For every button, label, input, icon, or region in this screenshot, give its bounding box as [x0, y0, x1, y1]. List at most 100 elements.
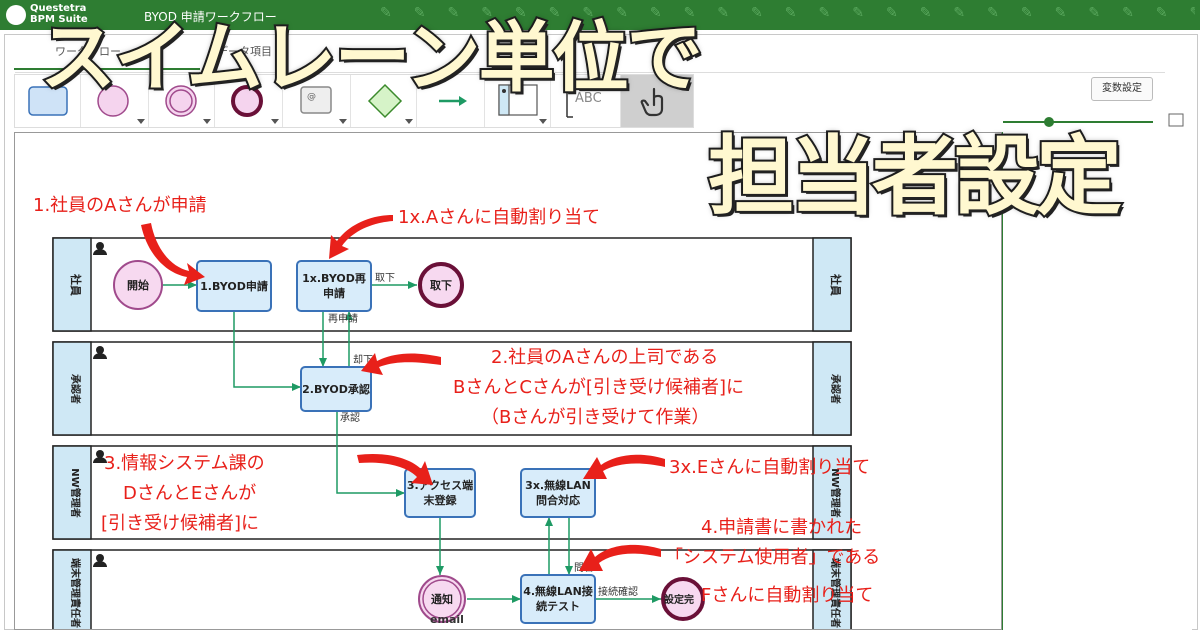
dropdown-caret-icon — [339, 119, 347, 124]
arrow-a2-icon — [361, 353, 441, 375]
logo-text: Questetra BPM Suite — [30, 3, 88, 25]
annotation-1x: 1x.Aさんに自動割り当て — [398, 207, 600, 228]
headline-line-1: スイムレーン単位で — [38, 11, 705, 104]
palette-swimlane[interactable] — [485, 75, 551, 127]
arrow-a1x-icon — [329, 215, 393, 259]
dropdown-caret-icon — [271, 119, 279, 124]
annotations: 1.社員のAさんが申請 1x.Aさんに自動割り当て 2.社員のAさんの上司である… — [33, 195, 880, 606]
task-byod-request[interactable]: 1.BYOD申請 — [196, 260, 272, 312]
tab-workflow[interactable]: ワークフロー — [55, 45, 121, 58]
shape-palette: @ ABC — [14, 74, 694, 128]
palette-end-event[interactable] — [215, 75, 283, 127]
lane-approver[interactable]: 承認者 承認者 — [52, 341, 852, 436]
task-byod-rerequest[interactable]: 1x.BYOD再 申請 — [296, 260, 372, 312]
task-wlan-inquiry-label-2: 問合対応 — [536, 493, 580, 507]
dropdown-caret-icon — [539, 119, 547, 124]
dropdown-caret-icon — [137, 119, 145, 124]
notify-email-label: email — [430, 613, 464, 626]
palette-start-event[interactable] — [81, 75, 149, 127]
palette-sequence-flow[interactable] — [417, 75, 485, 127]
end-event-withdraw[interactable]: 取下 — [418, 262, 464, 308]
flow-request-to-approve — [233, 311, 301, 391]
svg-text:@: @ — [307, 92, 316, 102]
palette-intermediate-event[interactable] — [149, 75, 215, 127]
task-shape-icon — [28, 86, 68, 116]
pencil-pattern-decoration: ✎✎✎✎✎✎✎✎✎✎✎✎✎✎✎✎✎✎✎✎✎✎✎✎✎✎ — [380, 5, 1195, 21]
intermediate-event-icon — [165, 85, 197, 117]
app-header: Questetra BPM Suite BYOD 申請ワークフロー ✎✎✎✎✎✎… — [0, 0, 1200, 30]
arrow-a3-icon — [357, 453, 433, 485]
annotation-4-line1: 4.申請書に書かれた — [701, 517, 862, 538]
lane-label-approver: 承認者 — [69, 374, 82, 404]
annotation-arrows — [141, 215, 665, 571]
arrow-a1-icon — [141, 223, 205, 285]
headline-line-2: 担当者設定 — [706, 125, 1124, 229]
start-event[interactable]: 開始 — [113, 260, 163, 310]
task-byod-rerequest-label-2: 申請 — [323, 286, 345, 300]
dropdown-caret-icon — [405, 119, 413, 124]
lane-label-device-manager: 端末管理責任者 — [69, 558, 82, 628]
lane-label-device-manager-right: 端末管理責任者 — [829, 558, 842, 628]
palette-pointer[interactable] — [621, 75, 693, 127]
annotation-2-line3: （Bさんが引き受けて作業） — [481, 407, 709, 428]
questetra-logo[interactable]: Questetra BPM Suite — [6, 3, 116, 27]
dropdown-caret-icon — [203, 119, 211, 124]
logo-mark-icon — [6, 5, 26, 25]
end-event-setup-done-label: 設定完 — [664, 593, 694, 606]
sequence-flows — [162, 281, 661, 603]
palette-gateway[interactable] — [351, 75, 417, 127]
flow-approve-to-access — [336, 411, 405, 497]
lane-label-nw-admin-right: NW管理者 — [829, 468, 842, 517]
notify-label: 通知 — [431, 592, 453, 606]
swimlane-icon — [498, 84, 538, 116]
annotation-3-line1: 3.情報システム課の — [104, 453, 265, 474]
task-wlan-test-label-1: 4.無線LAN接 — [523, 584, 593, 598]
task-byod-rerequest-label-1: 1x.BYOD再 — [302, 272, 366, 285]
end-event-icon — [231, 85, 263, 117]
arrow-a4-icon — [579, 544, 661, 571]
end-event-setup-done[interactable]: 設定完 — [661, 577, 705, 621]
arrow-right-icon — [439, 96, 467, 106]
end-event-withdraw-label: 取下 — [430, 279, 452, 292]
lane-label-employee-right: 社員 — [829, 273, 843, 296]
edge-label-confirm: 接続確認 — [598, 585, 638, 598]
data-object-icon: @ — [300, 86, 332, 114]
task-access-register[interactable]: 3.アクセス端 末登録 — [404, 468, 476, 518]
edge-label-approve: 承認 — [340, 411, 360, 424]
annotation-4-line2: 「システム使用者」である — [665, 547, 880, 568]
zoom-slider[interactable] — [1003, 112, 1193, 132]
annotation-3-line3: [引き受け候補者]に — [101, 513, 259, 534]
task-byod-approve[interactable]: 2.BYOD承認 — [300, 366, 372, 412]
task-wlan-inquiry-label-1: 3x.無線LAN — [525, 478, 591, 492]
lane-label-nw-admin: NW管理者 — [69, 468, 82, 517]
annotation-1: 1.社員のAさんが申請 — [33, 195, 207, 216]
variable-settings-button[interactable]: 変数設定 — [1091, 77, 1153, 101]
intermediate-event-notify[interactable]: 通知 email — [418, 575, 466, 626]
palette-task[interactable] — [15, 75, 81, 127]
task-wlan-inquiry[interactable]: 3x.無線LAN 問合対応 — [520, 468, 596, 518]
tab-data-items[interactable]: データ項目 — [217, 45, 272, 58]
annotation-2-line1: 2.社員のAさんの上司である — [491, 347, 718, 368]
annotation-2-line2: BさんとCさんが[引き受け候補者]に — [453, 377, 744, 398]
property-side-panel — [1002, 113, 1192, 630]
edge-label-withdraw: 取下 — [375, 272, 395, 284]
gateway-diamond-icon — [367, 83, 403, 119]
palette-data-object[interactable]: @ — [283, 75, 351, 127]
active-tab-indicator — [14, 68, 200, 70]
task-wlan-test-label-2: 続テスト — [536, 599, 580, 613]
text-tool-icon — [566, 85, 573, 118]
task-wlan-test[interactable]: 4.無線LAN接 続テスト — [520, 574, 596, 624]
workflow-breadcrumb[interactable]: BYOD 申請ワークフロー — [144, 10, 277, 24]
edge-label-rerequest: 再申請 — [328, 312, 358, 325]
lane-label-employee: 社員 — [69, 273, 83, 296]
tabs-divider — [15, 72, 1165, 73]
task-byod-approve-label: 2.BYOD承認 — [302, 382, 370, 396]
start-event-label: 開始 — [127, 278, 149, 292]
diagram-canvas[interactable]: 社員 社員 承認者 承認者 NW管理者 NW管理者 端末管理責任者 端末管理責任… — [14, 132, 1002, 630]
palette-text[interactable]: ABC — [551, 75, 621, 127]
hand-pointer-icon — [640, 87, 664, 117]
annotation-3x: 3x.Eさんに自動割り当て — [669, 457, 870, 478]
bpmn-diagram: 社員 社員 承認者 承認者 NW管理者 NW管理者 端末管理責任者 端末管理責任… — [33, 195, 880, 629]
annotation-3-line2: DさんとEさんが — [123, 483, 256, 504]
lane-nw-admin[interactable]: NW管理者 NW管理者 — [52, 445, 852, 540]
